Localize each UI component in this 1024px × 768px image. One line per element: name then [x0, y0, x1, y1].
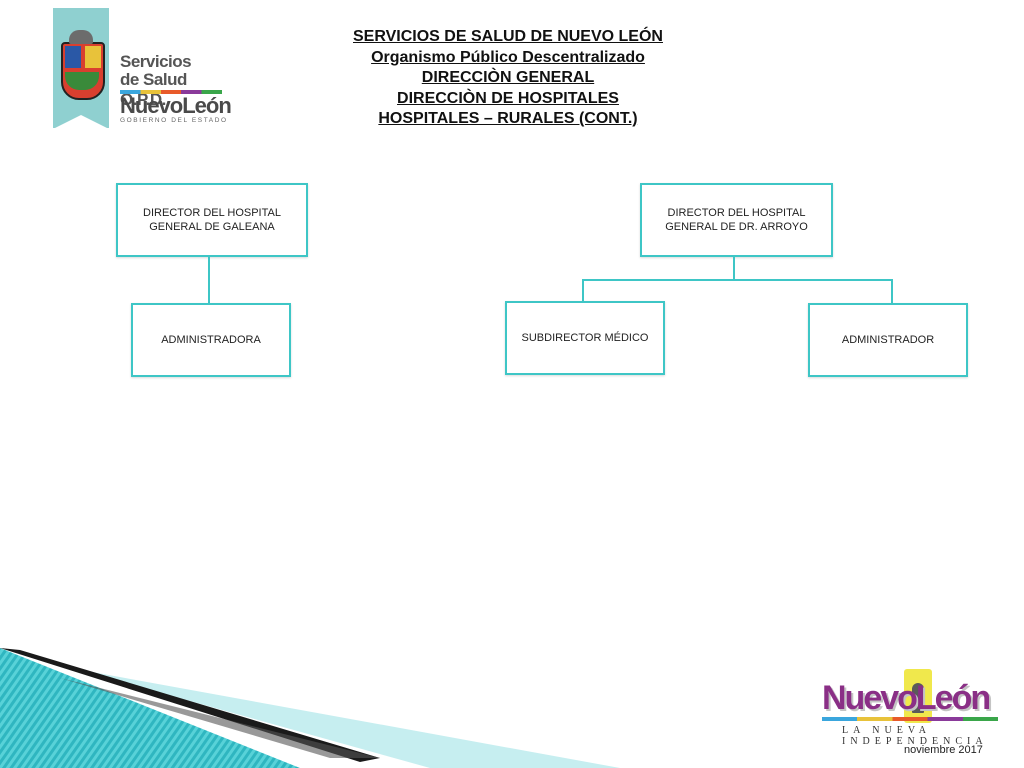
- org-box-administradora: ADMINISTRADORA: [131, 303, 291, 377]
- connector-line: [891, 279, 893, 303]
- title-line-4: DIRECCIÒN DE HOSPITALES: [397, 89, 619, 107]
- logo-color-stripe: [120, 90, 222, 94]
- connector-line: [733, 255, 735, 280]
- logo-tagline: LA NUEVA INDEPENDENCIA: [842, 725, 988, 747]
- org-box-label: SUBDIRECTOR MÉDICO: [521, 332, 649, 344]
- page-title: SERVICIOS DE SALUD DE NUEVO LEÓN Organis…: [290, 27, 726, 130]
- org-box-label: DIRECTOR DEL HOSPITAL GENERAL DE DR. ARR…: [665, 207, 808, 233]
- logo-color-stripe: [822, 717, 998, 721]
- title-line-5: HOSPITALES – RURALES (CONT.): [378, 110, 638, 127]
- org-box-label: DIRECTOR DEL HOSPITAL GENERAL DE GALEANA: [143, 207, 281, 233]
- logo-text-nuevo-leon: NuevoLeón: [120, 93, 232, 118]
- connector-line: [208, 255, 210, 303]
- nuevo-leon-logo: NuevoLeón LA NUEVA INDEPENDENCIA: [820, 665, 1005, 747]
- connector-line: [582, 279, 893, 281]
- org-box-label: ADMINISTRADORA: [161, 334, 261, 346]
- logo-text-salud: de Salud O.P.D.: [120, 70, 187, 109]
- logo-text-gobierno: GOBIERNO DEL ESTADO: [120, 117, 228, 124]
- logo-text-servicios: Servicios: [120, 52, 192, 71]
- title-line-3: DIRECCIÒN GENERAL: [421, 69, 595, 86]
- connector-line: [582, 279, 584, 301]
- org-box-label: ADMINISTRADOR: [841, 334, 935, 346]
- org-box-director-dr-arroyo: DIRECTOR DEL HOSPITAL GENERAL DE DR. ARR…: [640, 183, 833, 257]
- org-box-administrador: ADMINISTRADOR: [808, 303, 968, 377]
- logo-word-nuevo-leon: NuevoLeón: [822, 679, 991, 717]
- decorative-band: [0, 648, 620, 768]
- org-box-subdirector-medico: SUBDIRECTOR MÉDICO: [505, 301, 665, 375]
- title-line-1: SERVICIOS DE SALUD DE NUEVO LEÓN: [353, 28, 663, 45]
- tower-icon: [912, 683, 924, 713]
- footer-date: noviembre 2017: [904, 744, 983, 756]
- coat-of-arms-icon: [61, 42, 105, 100]
- crest-icon: [69, 30, 93, 44]
- servicios-salud-logo: Servicios de Salud O.P.D. NuevoLeón GOBI…: [53, 8, 233, 130]
- org-box-director-galeana: DIRECTOR DEL HOSPITAL GENERAL DE GALEANA: [116, 183, 308, 257]
- title-line-2: Organismo Público Descentralizado: [371, 48, 645, 66]
